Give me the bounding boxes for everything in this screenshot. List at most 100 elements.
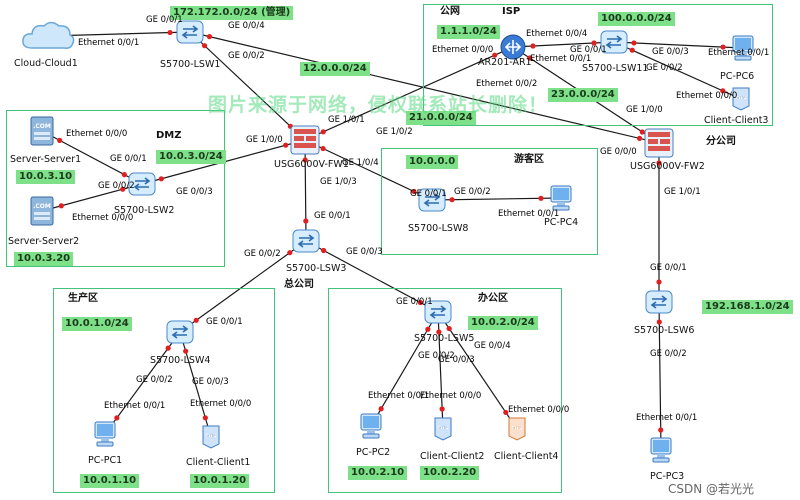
iface-label: GE 0/0/1 [650,263,687,273]
port-status-dot [658,427,664,433]
device-label-server2: Server-Server2 [8,236,80,247]
port-status-dot [538,195,544,201]
switch-icon[interactable] [645,290,673,318]
switch-icon[interactable] [292,229,320,257]
region-hq-title: 总公司 [284,279,314,290]
firewall-icon[interactable] [290,125,320,159]
client-icon[interactable]: HTTP [432,416,454,446]
client-icon[interactable]: HTTP [200,424,222,454]
port-status-dot [631,40,637,46]
server-icon[interactable]: .COM [30,116,54,150]
iface-label: Ethernet 0/0/1 [78,38,140,48]
device-label-fw2: USG6000V-FW2 [630,161,705,172]
svg-text:.COM: .COM [33,123,51,130]
iface-label: GE 0/0/1 [206,317,243,327]
server-icon[interactable]: .COM [30,196,54,230]
device-label-lsw5: S5700-LSW5 [414,333,475,344]
subnet-prod: 10.0.1.0/24 [62,317,132,331]
switch-icon[interactable] [424,300,452,328]
port-status-dot [591,40,597,46]
subnet-link23: 23.0.0.0/24 [548,88,618,102]
router-icon[interactable] [500,34,526,64]
port-status-dot [57,137,63,143]
device-label-pc1: PC-PC1 [88,455,123,466]
port-status-dot [629,47,635,53]
region-isp [423,4,773,126]
device-label-lsw1: S5700-LSW1 [160,59,221,70]
switch-icon[interactable] [418,188,446,216]
device-label-ar: AR201-AR1 [478,57,532,68]
device-label-client1: Client-Client1 [186,457,251,468]
device-label-client4: Client-Client4 [494,451,559,462]
iface-label: GE 0/0/3 [438,355,475,365]
port-status-dot [193,317,199,323]
link-line [304,139,307,242]
device-label-pc3: PC-PC3 [650,471,685,482]
pc-icon[interactable] [358,412,384,444]
port-status-dot [446,325,452,332]
port-status-dot [165,345,171,351]
port-status-dot [436,329,442,335]
port-status-dot [121,172,127,178]
cloud-icon[interactable] [20,18,76,58]
iface-label: Ethernet 0/0/1 [104,401,166,411]
switch-icon[interactable] [166,320,194,348]
firewall-icon[interactable] [644,128,674,162]
link-line [304,46,514,141]
iface-label: GE 0/0/1 [570,45,607,55]
iface-label: GE 0/0/2 [646,63,683,73]
port-status-dot [503,409,509,416]
iface-label: GE 0/0/1 [396,297,433,307]
device-label-pc6: PC-PC6 [720,71,755,82]
link-line [512,41,615,48]
switch-icon[interactable] [176,20,204,48]
device-label-server1: Server-Server1 [10,154,82,165]
iface-label: GE 1/0/1 [328,115,365,125]
link-line [189,31,306,141]
switch-icon[interactable] [128,172,156,200]
port-status-dot [321,247,327,254]
pc-icon[interactable] [92,420,118,452]
region-office [328,288,562,493]
iface-label: GE 0/0/0 [600,147,637,157]
ip-server2: 10.0.3.20 [14,252,74,266]
port-status-dot [656,319,662,325]
iface-label: Ethernet 0/0/0 [432,45,494,55]
iface-label: Ethernet 0/0/1 [530,54,592,64]
pc-icon[interactable] [730,34,756,66]
iface-label: GE 0/0/2 [244,249,281,259]
region-prod-title: 生产区 [68,293,98,304]
links-layer [41,31,744,451]
region-office-title: 办公区 [478,293,508,304]
region-branch-title: 分公司 [706,136,736,147]
pc-icon[interactable] [548,184,574,216]
client-icon[interactable]: HTTP [506,416,528,446]
iface-label: GE 0/0/2 [418,351,455,361]
port-status-dot [439,406,445,412]
iface-label: GE 1/0/2 [376,127,413,137]
link-line [305,240,439,313]
iface-label: Ethernet 0/0/0 [66,129,128,139]
client-icon[interactable]: HTTP [730,86,752,116]
iface-label: GE 0/0/2 [650,349,687,359]
port-status-dot [527,55,533,61]
iface-label: GE 0/0/3 [346,247,383,257]
ip-client1: 10.0.1.20 [190,474,250,488]
port-status-dot [639,129,645,135]
iface-label: Ethernet 0/0/0 [72,213,134,223]
device-label-client2: Client-Client2 [420,451,485,462]
iface-label: GE 0/0/3 [192,377,229,387]
port-status-dot [287,250,293,256]
port-status-dot [378,406,384,412]
switch-icon[interactable] [600,30,628,58]
ip-client2: 10.0.2.20 [420,466,480,480]
iface-label: GE 0/0/1 [110,154,147,164]
device-label-lsw4: S5700-LSW4 [150,355,211,366]
pc-icon[interactable] [648,436,674,468]
port-status-dot [320,129,326,135]
iface-label: GE 1/0/3 [320,177,357,187]
iface-label: GE 1/0/4 [342,158,379,168]
iface-label: Ethernet 0/0/0 [676,91,738,101]
link-line [658,301,662,451]
